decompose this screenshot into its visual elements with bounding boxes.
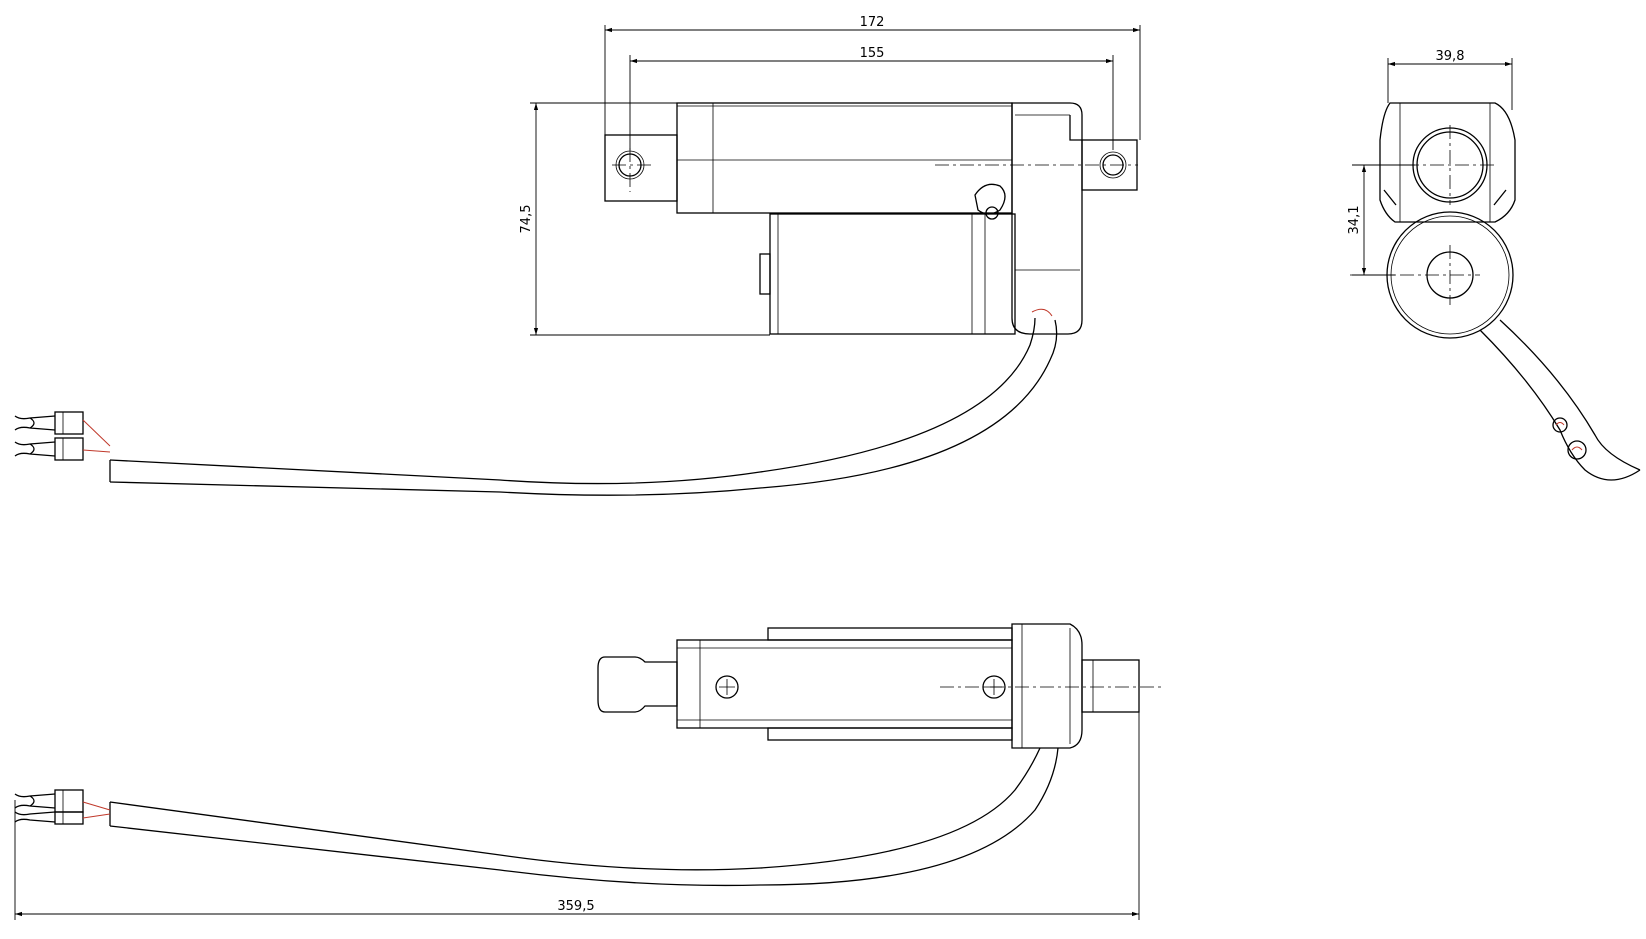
dim-total-with-cable: 359,5 bbox=[557, 899, 594, 914]
top-gear-housing bbox=[1011, 623, 1083, 749]
cable bbox=[109, 317, 1036, 485]
side-view: 172 155 74,5 bbox=[14, 15, 1141, 496]
end-view-cable bbox=[1479, 329, 1641, 481]
top-motor-edge bbox=[767, 627, 1013, 641]
dim-end-width: 39,8 bbox=[1436, 49, 1465, 64]
wire-terminals bbox=[14, 411, 111, 461]
actuator-tube bbox=[676, 102, 1013, 214]
dim-axis-offset: 34,1 bbox=[1347, 206, 1362, 235]
dim-hole-to-hole: 155 bbox=[860, 46, 885, 61]
dim-height: 74,5 bbox=[519, 205, 534, 234]
gear-housing bbox=[1011, 102, 1083, 335]
end-view: 39,8 34,1 bbox=[1347, 49, 1641, 481]
screw-left bbox=[715, 675, 739, 699]
end-view-head bbox=[1379, 102, 1516, 223]
top-view: 359,5 bbox=[14, 623, 1165, 920]
top-rod-end bbox=[597, 656, 678, 713]
motor-housing bbox=[769, 213, 1016, 335]
top-rear-clevis bbox=[1081, 659, 1140, 713]
top-cable bbox=[109, 747, 1041, 871]
top-wire-terminals bbox=[14, 789, 111, 825]
dim-overall-length: 172 bbox=[860, 15, 885, 30]
